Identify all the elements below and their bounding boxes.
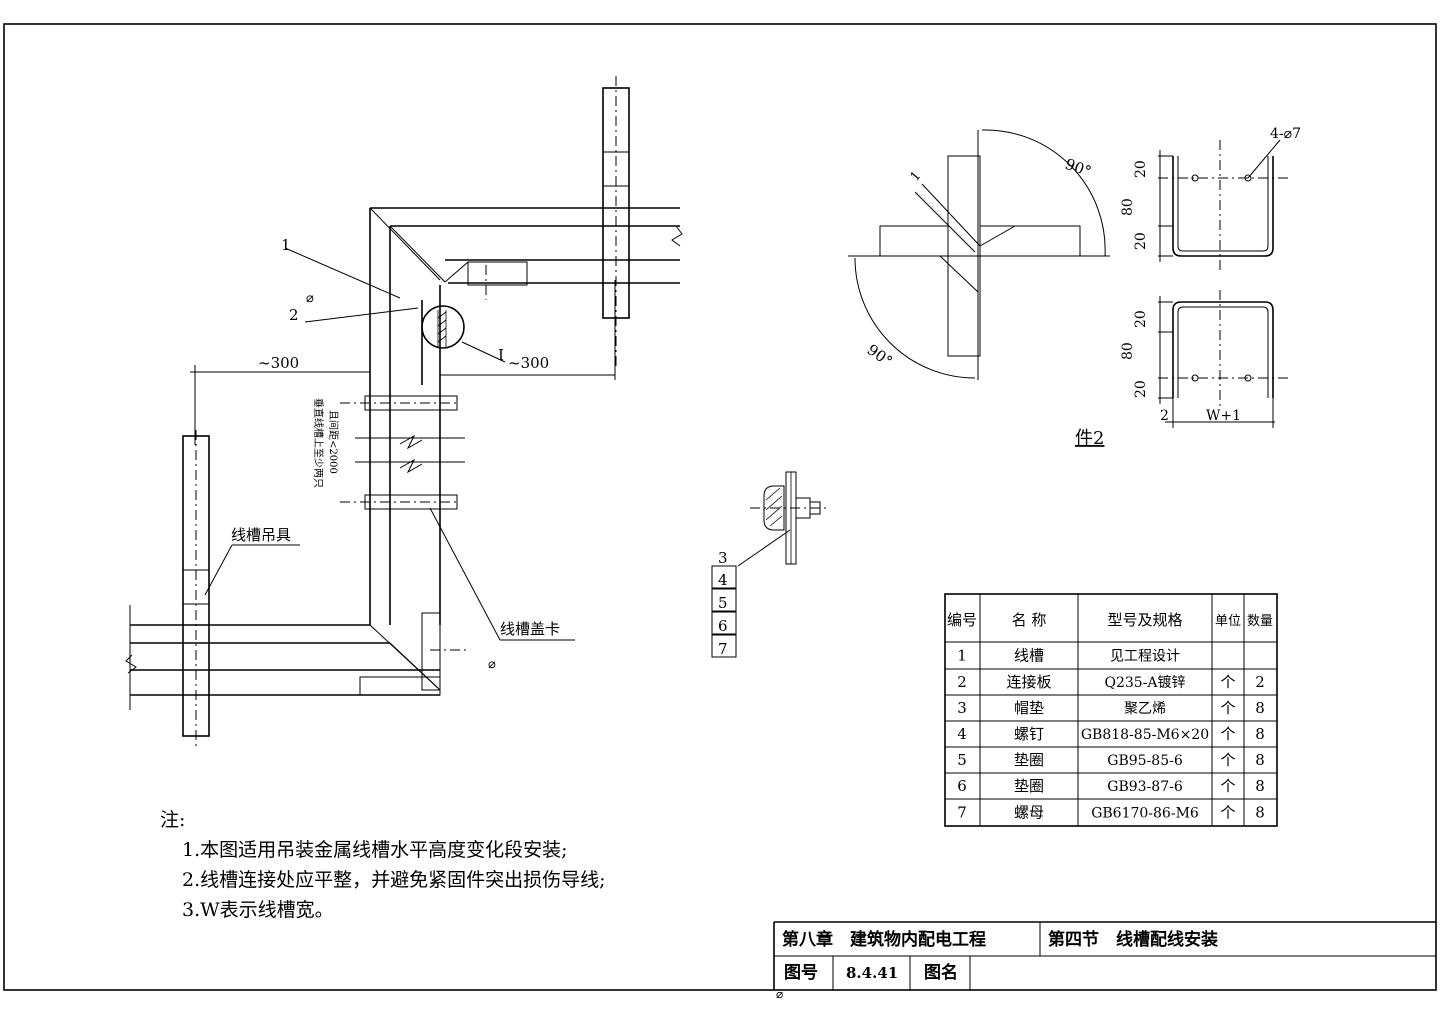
table-cell: GB95-85-6 (1107, 753, 1183, 769)
table-cell: 个 (1220, 725, 1235, 743)
dim-1-label: 1 (908, 169, 925, 185)
angle-bottom-label: 90° (864, 341, 896, 371)
drawing-no-label: 图号 (784, 963, 818, 983)
notes-title: 注: (160, 809, 185, 831)
table-header-name: 名 称 (1012, 611, 1047, 629)
chapter-title: 第八章 建筑物内配电工程 (782, 929, 986, 950)
sheet-border (3, 23, 1437, 991)
table-cell: 8 (1255, 804, 1265, 822)
table-cell: 8 (1255, 751, 1265, 769)
drawing-name-label: 图名 (924, 962, 958, 983)
vertical-note-line1: 垂直线槽上至少两只 (312, 398, 325, 488)
dimension-300-left: ~300 (258, 354, 299, 372)
section-title: 第四节 线槽配线安装 (1048, 929, 1218, 950)
part-2-label: 2 (289, 306, 299, 324)
table-cell: 见工程设计 (1110, 649, 1180, 665)
table-cell: 4 (957, 725, 967, 743)
table-cell: 个 (1220, 804, 1235, 822)
table-cell: 个 (1220, 751, 1235, 769)
table-cell: 聚乙烯 (1124, 701, 1166, 717)
callout-4: 4 (718, 571, 728, 589)
angle-top-label: 90° (1063, 155, 1094, 181)
dim-20-top-b: 20 (1133, 232, 1149, 250)
title-block (773, 921, 1436, 990)
table-cell: 5 (957, 751, 967, 769)
table-cell: 1 (957, 647, 967, 665)
hanger-label: 线槽吊具 (231, 526, 291, 544)
part2-plate-top (1158, 139, 1290, 270)
hole-spec-label: 4-⌀7 (1270, 126, 1301, 142)
main-elevation (125, 76, 683, 750)
table-cell: 线槽 (1014, 647, 1044, 665)
cover-clip-label: 线槽盖卡 (500, 620, 560, 638)
table-cell: 帽垫 (1014, 699, 1044, 717)
part2-angle-view (848, 129, 1110, 380)
dimension-300-right: ~300 (508, 354, 549, 372)
table-header-unit: 单位 (1215, 614, 1241, 629)
phi-mark-corner: ⌀ (776, 987, 783, 1001)
table-cell: 3 (957, 699, 967, 717)
table-cell: 个 (1220, 673, 1235, 691)
part2-caption: 件2 (1075, 428, 1104, 449)
callout-6: 6 (718, 617, 728, 635)
dim-20-top-a: 20 (1133, 160, 1149, 178)
callout-7: 7 (718, 640, 728, 658)
note-1: 1.本图适用吊装金属线槽水平高度变化段安装; (182, 839, 568, 861)
dim-20-bottom-a: 20 (1133, 310, 1149, 328)
table-header-qty: 数量 (1247, 614, 1273, 629)
phi-mark-lower: ⌀ (488, 657, 496, 672)
table-cell: 个 (1220, 777, 1235, 795)
table-cell: 7 (957, 804, 967, 822)
part2-plate-bottom (1158, 290, 1290, 428)
table-header-spec: 型号及规格 (1107, 611, 1182, 629)
table-cell: GB93-87-6 (1107, 779, 1183, 795)
dim-2-label: 2 (1160, 408, 1169, 424)
drawing-no-value: 8.4.41 (846, 964, 898, 982)
callout-stack (711, 565, 737, 658)
table-cell: GB6170-86-M6 (1091, 806, 1199, 822)
table-cell: 8 (1255, 725, 1265, 743)
table-cell: 垫圈 (1014, 751, 1044, 769)
table-cell: 2 (957, 673, 967, 691)
detail-i-label: I (498, 346, 504, 364)
table-cell: 6 (957, 777, 967, 795)
table-cell: 8 (1255, 777, 1265, 795)
note-2: 2.线槽连接处应平整，并避免紧固件突出损伤导线; (182, 869, 606, 891)
phi-mark-upper: ⌀ (306, 291, 314, 306)
parts-table (944, 593, 1278, 827)
dim-80-bottom: 80 (1120, 342, 1136, 360)
detail-circle (421, 305, 465, 349)
vertical-note-line2: 且间距<2000 (327, 410, 340, 474)
callout-5: 5 (718, 594, 728, 612)
table-cell: 个 (1220, 699, 1235, 717)
table-cell: 螺钉 (1014, 725, 1044, 743)
callout-3: 3 (718, 549, 728, 567)
dim-20-bottom-b: 20 (1133, 380, 1149, 398)
note-3: 3.W表示线槽宽。 (182, 899, 334, 921)
table-cell: GB818-85-M6×20 (1081, 727, 1209, 743)
table-cell: 连接板 (1006, 673, 1051, 691)
table-cell: 2 (1255, 673, 1265, 691)
table-cell: 8 (1255, 699, 1265, 717)
table-cell: Q235-A镀锌 (1104, 674, 1185, 691)
dim-w1-label: W+1 (1206, 408, 1241, 424)
table-cell: 垫圈 (1014, 777, 1044, 795)
dim-80-top: 80 (1120, 198, 1136, 216)
fastener-detail (737, 471, 828, 567)
part-1-label: 1 (281, 236, 291, 254)
table-header-no: 编号 (947, 611, 977, 629)
table-cell: 螺母 (1014, 804, 1044, 822)
